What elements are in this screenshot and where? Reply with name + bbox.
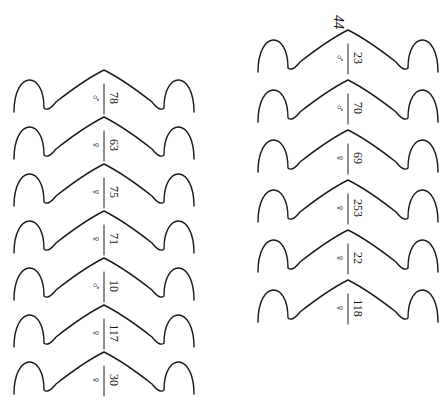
specimen-label: ♀ xyxy=(334,154,346,163)
specimen-label: 117 xyxy=(108,324,120,342)
divider-line xyxy=(348,94,349,124)
specimen-label: ♀ xyxy=(90,376,102,385)
divider-line xyxy=(348,194,349,224)
divider-line xyxy=(104,366,105,396)
specimen-label: 23 xyxy=(352,52,364,64)
specimen-label: ♀ xyxy=(90,141,102,150)
specimen-label: ♂ xyxy=(334,104,346,113)
divider-line xyxy=(104,84,105,114)
specimen-label: ♀ xyxy=(90,329,102,338)
specimen-label: 30 xyxy=(108,374,120,386)
specimen-label: 22 xyxy=(352,252,364,264)
specimen-label: ♀ xyxy=(90,235,102,244)
divider-line xyxy=(348,294,349,324)
specimen-label: 63 xyxy=(108,139,120,151)
specimen-label: 118 xyxy=(352,299,364,317)
divider-line xyxy=(104,225,105,255)
divider-line xyxy=(104,131,105,161)
divider-line xyxy=(348,144,349,174)
specimen-label: ♀ xyxy=(90,188,102,197)
specimen-label: 75 xyxy=(108,186,120,198)
specimen-label: ♂ xyxy=(90,282,102,291)
divider-line xyxy=(104,178,105,208)
divider-line xyxy=(348,44,349,74)
specimen-label: ♂ xyxy=(90,94,102,103)
specimen-label: ♀ xyxy=(334,254,346,263)
specimen-label: 71 xyxy=(108,233,120,245)
specimen-label: ♂ xyxy=(334,54,346,63)
specimen-label: ♀ xyxy=(334,304,346,313)
specimen-label: ♀ xyxy=(334,204,346,213)
divider-line xyxy=(104,272,105,302)
specimen-label: 70 xyxy=(352,102,364,114)
page-number: 44 xyxy=(331,15,345,29)
specimen-label: 78 xyxy=(108,92,120,104)
specimen-label: 69 xyxy=(352,152,364,164)
specimen-label: 253 xyxy=(352,199,364,217)
divider-line xyxy=(104,319,105,349)
specimen-label: 10 xyxy=(108,280,120,292)
divider-line xyxy=(348,244,349,274)
